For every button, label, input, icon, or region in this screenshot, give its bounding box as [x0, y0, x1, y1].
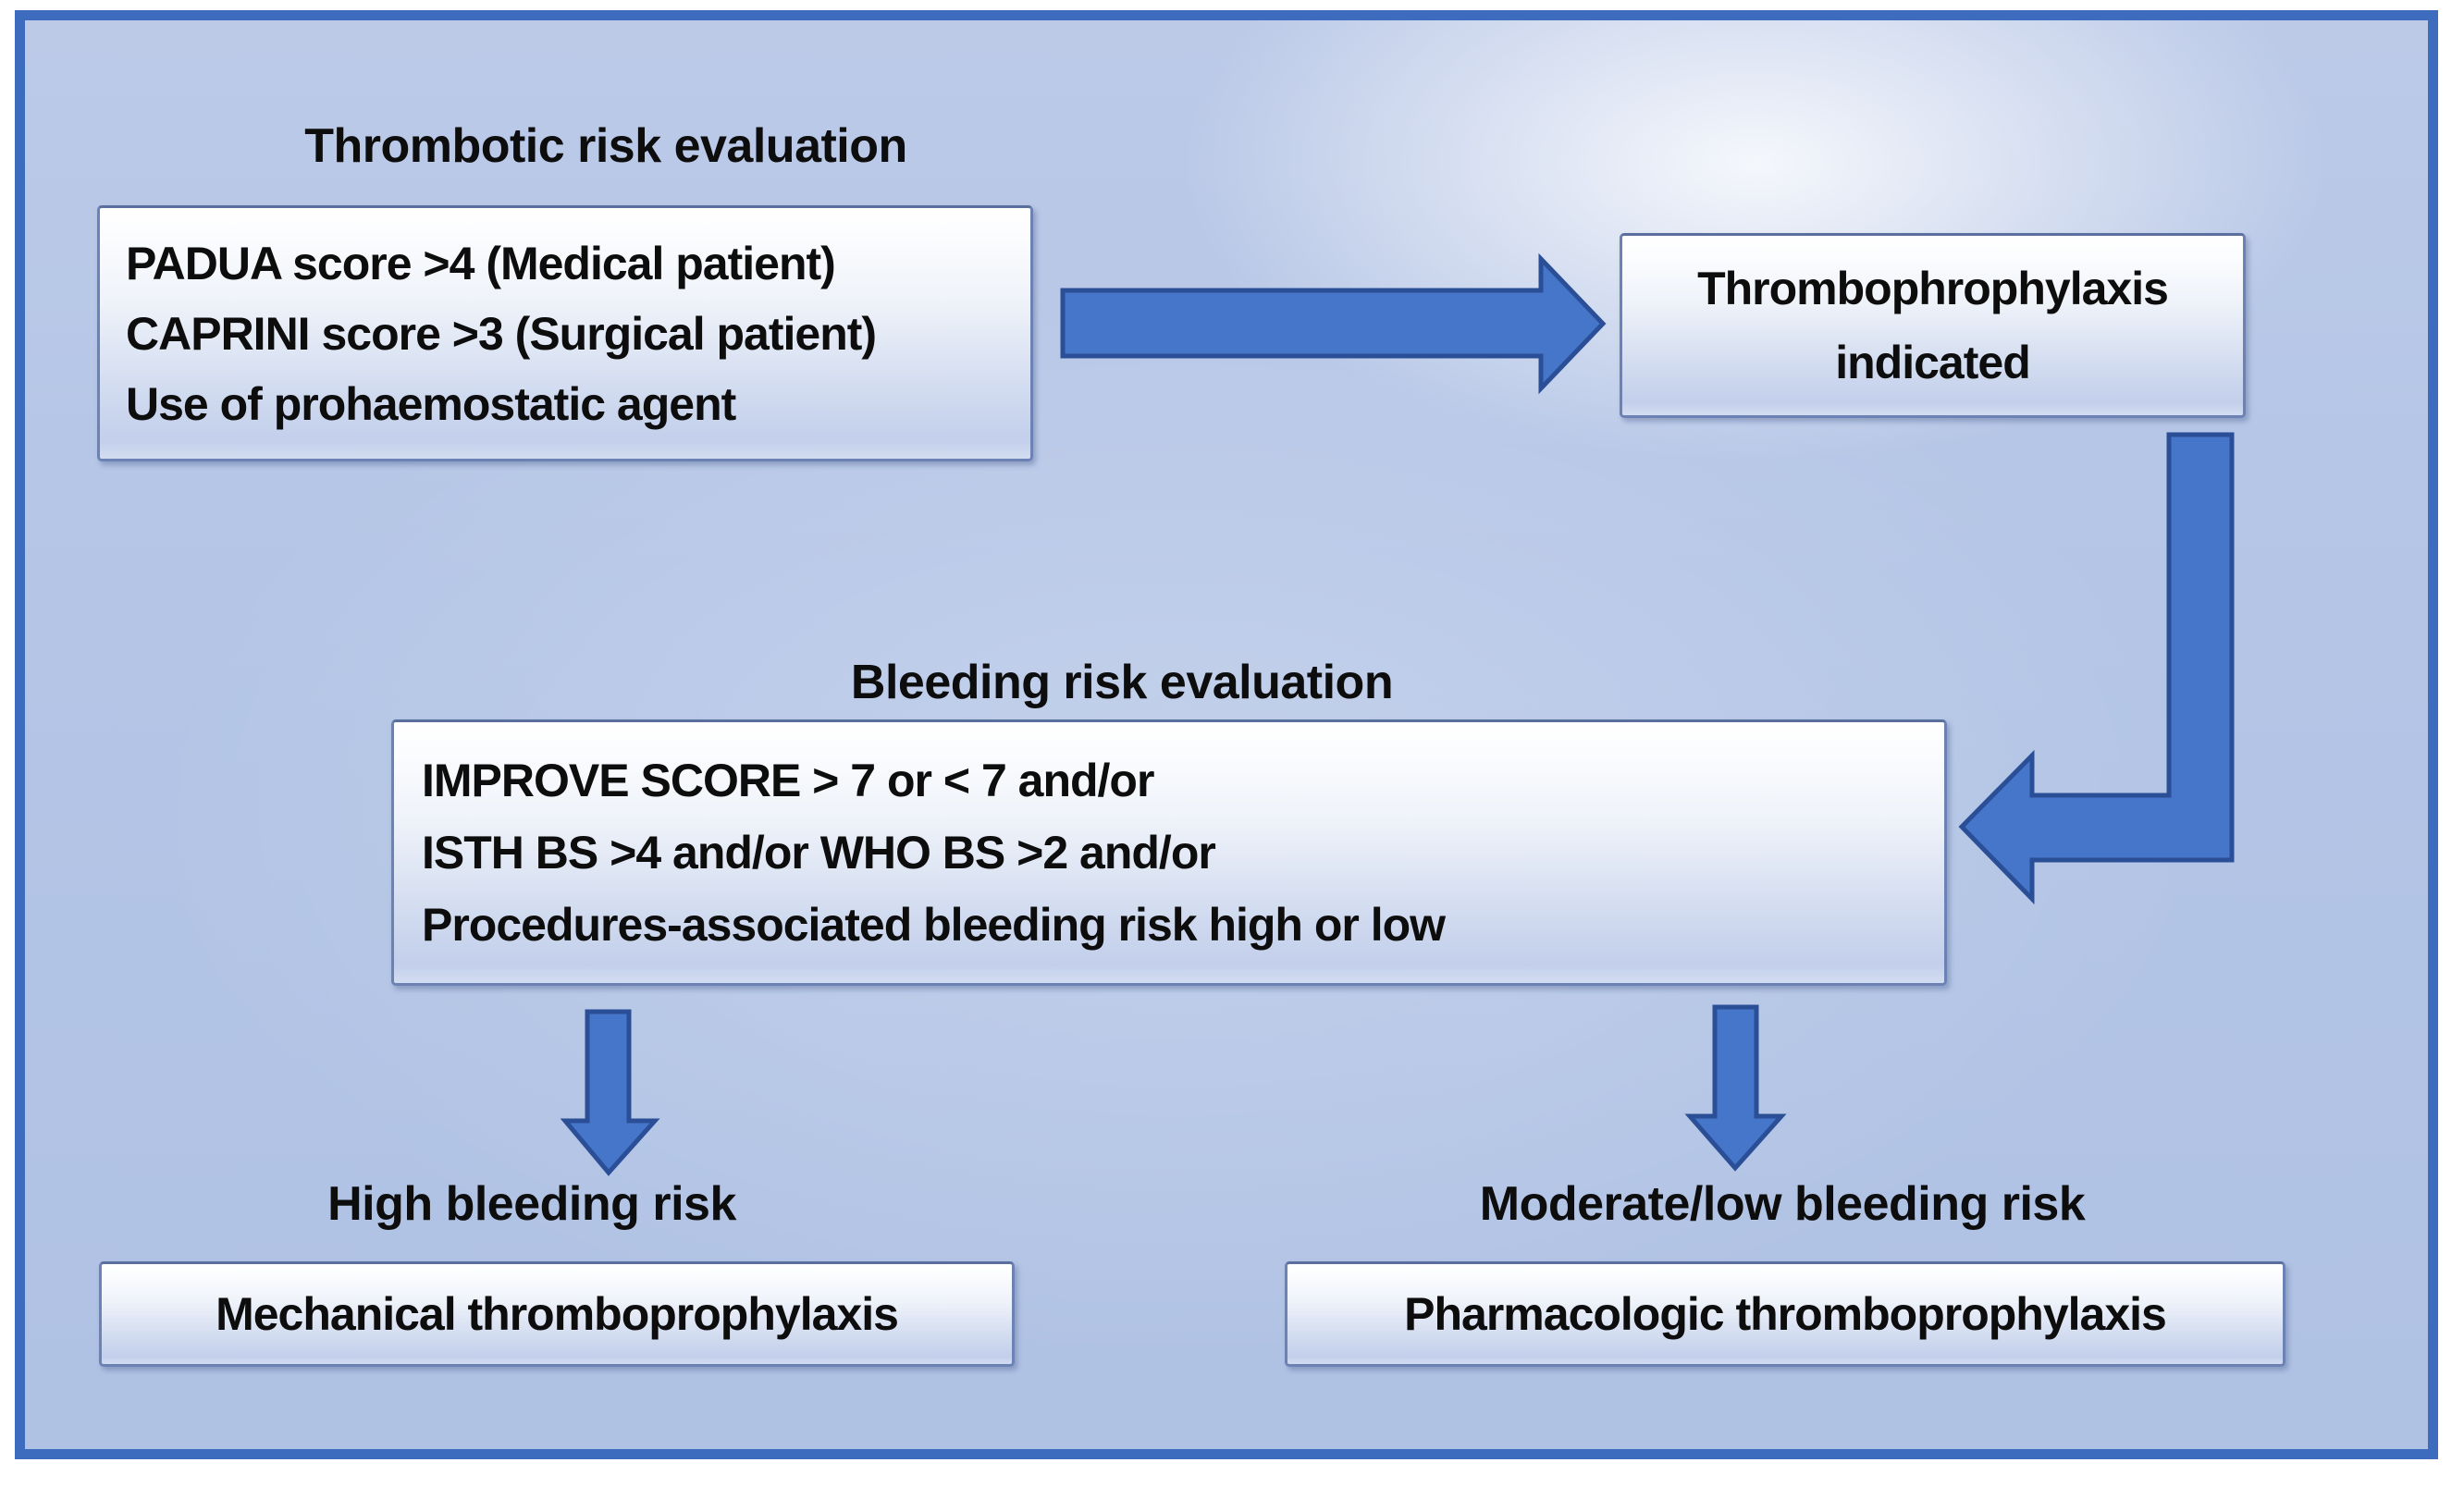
right-arrow-icon	[1060, 252, 1607, 395]
prophylaxis-indicated-line: Thrombophrophylaxis	[1697, 263, 2169, 314]
prophylaxis-indicated-line: indicated	[1835, 337, 2030, 388]
criteria-line: CAPRINI score >3 (Surgical patient)	[126, 307, 877, 360]
mechanical-prophylaxis-box: Mechanical thromboprophylaxis	[99, 1261, 1015, 1367]
pharmacologic-prophylaxis-box: Pharmacologic thromboprophylaxis	[1285, 1261, 2285, 1367]
criteria-line: Use of prohaemostatic agent	[126, 377, 736, 430]
thrombotic-criteria-box: PADUA score >4 (Medical patient) CAPRINI…	[97, 205, 1033, 461]
down-arrow-right-icon	[1684, 1004, 1787, 1172]
criteria-line: IMPROVE SCORE > 7 or < 7 and/or	[422, 755, 1154, 806]
diagram-frame: Thrombotic risk evaluation PADUA score >…	[15, 10, 2438, 1459]
prophylaxis-indicated-box: Thrombophrophylaxis indicated	[1620, 233, 2246, 418]
treatment-text: Mechanical thromboprophylaxis	[216, 1288, 899, 1340]
bleeding-risk-title: Bleeding risk evaluation	[850, 656, 1394, 709]
moderate-low-bleeding-risk-label: Moderate/low bleeding risk	[1479, 1177, 2086, 1231]
down-arrow-left-icon	[560, 1009, 660, 1176]
criteria-line: Procedures-associated bleeding risk high…	[422, 899, 1446, 951]
criteria-line: ISTH BS >4 and/or WHO BS >2 and/or	[422, 827, 1216, 879]
criteria-line: PADUA score >4 (Medical patient)	[126, 237, 836, 289]
bleeding-criteria-box: IMPROVE SCORE > 7 or < 7 and/or ISTH BS …	[391, 719, 1947, 986]
thrombotic-risk-title: Thrombotic risk evaluation	[304, 119, 907, 173]
elbow-down-left-arrow-icon	[1958, 432, 2235, 905]
treatment-text: Pharmacologic thromboprophylaxis	[1404, 1288, 2167, 1340]
high-bleeding-risk-label: High bleeding risk	[327, 1177, 736, 1231]
